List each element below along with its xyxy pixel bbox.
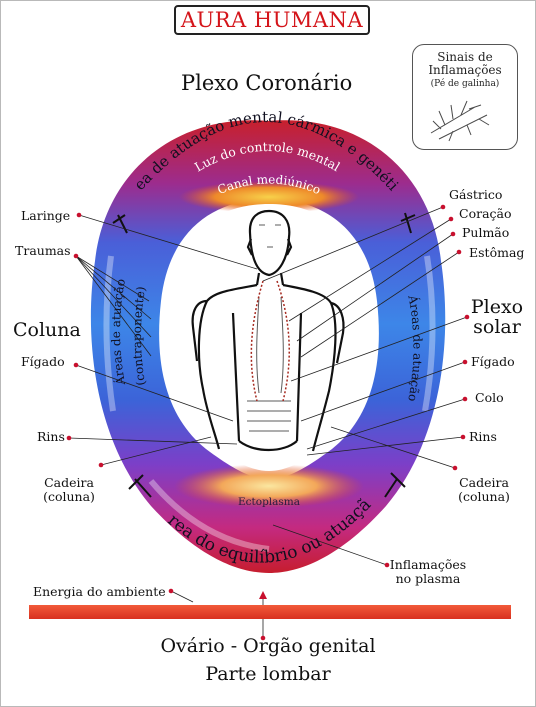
label-coluna: Coluna [13,319,81,341]
legend-line-1: Sinais de [437,50,493,64]
legend-subtitle: (Pé de galinha) [430,79,500,89]
boundary-markers [112,212,416,498]
label-colo: Colo [475,390,504,405]
ectoplasma-text: Ectoplasma [238,496,300,508]
label-figado-left: Fígado [21,354,65,369]
label-coracao: Coração [459,206,512,221]
label-plexo-solar-line2: solar [473,316,521,338]
label-plexo-solar: Plexo solar [465,297,529,337]
right-band-text: Áreas de atuação [405,293,424,403]
crows-feet-sketch [430,100,490,142]
human-figure [191,209,345,452]
label-pulmao: Pulmão [462,225,510,240]
label-laringe: Laringe [21,208,71,223]
label-inflamacoes-line2: no plasma [395,571,461,586]
label-energia-ambiente: Energia do ambiente [33,584,166,599]
label-traumas: Traumas [15,243,71,258]
label-cadeira-left-line2: (coluna) [43,489,95,504]
pointer-dots [66,204,470,641]
legend-line-2: Inflamações [428,63,502,77]
label-rins-left: Rins [37,429,65,444]
label-gastrico: Gástrico [449,187,503,202]
ectoplasma-glow [174,464,364,508]
label-cadeira-right: Cadeira (coluna) [451,476,517,504]
label-plexo-solar-line1: Plexo [470,296,524,318]
label-cadeira-left: Cadeira (coluna) [39,476,99,504]
label-estomago: Estômag [469,245,525,260]
pointer-lines [68,206,468,638]
plexo-coronario-label: Plexo Coronário [181,71,353,95]
label-inflamacoes-line1: Inflamações [389,557,467,572]
label-ovario: Ovário - Orgão genital [160,635,376,657]
label-cadeira-right-line2: (coluna) [458,489,510,504]
canal-glow [179,181,359,213]
left-band-text: Áreas de atuação [109,278,128,388]
page-title: AURA HUMANA [174,5,370,35]
legend-title: Sinais de Inflamações [413,51,517,77]
label-cadeira-right-line1: Cadeira [459,475,509,490]
legend-box: Sinais de Inflamações (Pé de galinha) [412,44,518,150]
energy-bar [29,605,511,619]
label-cadeira-left-line1: Cadeira [44,475,94,490]
label-inflamacoes: Inflamações no plasma [383,558,473,586]
label-figado-right: Fígado [471,354,515,369]
label-rins-right: Rins [469,429,497,444]
aura-band [90,120,446,574]
label-parte-lombar: Parte lombar [205,663,331,685]
